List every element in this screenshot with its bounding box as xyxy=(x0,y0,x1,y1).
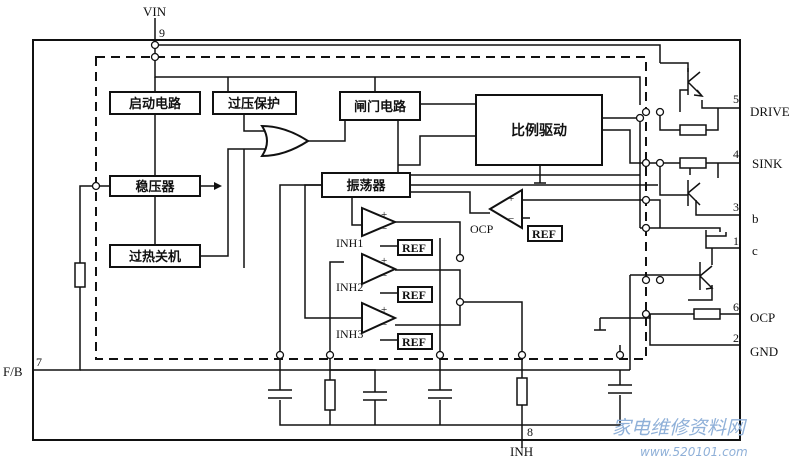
regulator-label: 稳压器 xyxy=(135,179,175,195)
pin-ocp-label: OCP xyxy=(750,310,775,325)
inh2-minus: − xyxy=(381,270,387,282)
overvoltage-block xyxy=(212,91,297,115)
inh3-plus: + xyxy=(381,304,387,316)
startup-circuit-block xyxy=(109,91,201,115)
pin-inh-number: 8 xyxy=(527,425,533,439)
ref-label-1: REF xyxy=(402,241,426,255)
ocp-minus: − xyxy=(508,213,514,225)
inh-comparators xyxy=(361,188,523,335)
inh1-label: INH1 xyxy=(336,236,363,250)
inh3-comparator xyxy=(361,301,398,335)
prop-drive-label: 比例驱动 xyxy=(511,122,567,139)
pin-b-number: 3 xyxy=(733,200,739,214)
ref-box-3 xyxy=(397,333,433,350)
capacitors xyxy=(268,384,632,401)
inh1-minus: − xyxy=(381,223,387,235)
pin-fb-number: 7 xyxy=(36,355,42,369)
inh2-label: INH2 xyxy=(336,280,363,294)
inh3-minus: − xyxy=(381,319,387,331)
overvoltage-label: 过压保护 xyxy=(228,96,280,112)
or-gate xyxy=(260,124,310,158)
ocp-comparator-label: OCP xyxy=(470,222,494,236)
transistors xyxy=(687,68,727,290)
ref-label-ocp: REF xyxy=(532,227,556,241)
thermal-shutdown-block xyxy=(109,244,201,268)
ocp-comparator xyxy=(488,188,523,230)
ref-box-2 xyxy=(397,286,433,303)
pin-b-label: b xyxy=(752,211,759,226)
inh2-plus: + xyxy=(381,255,387,267)
pin-drive-label: DRIVE xyxy=(750,104,790,119)
pin-inh-label: INH xyxy=(510,444,533,459)
oscillator-block xyxy=(321,172,411,198)
pin-drive-number: 5 xyxy=(733,92,739,106)
pin-c-number: 1 xyxy=(733,234,739,248)
pin-gnd-label: GND xyxy=(750,344,778,359)
pin-sink-number: 4 xyxy=(733,147,739,161)
ref-box-1 xyxy=(397,239,433,256)
inh2-comparator xyxy=(361,252,398,286)
pin-fb-label: F/B xyxy=(3,364,23,379)
pin-gnd-number: 2 xyxy=(733,331,739,345)
ref-box-ocp xyxy=(527,225,563,242)
wiring xyxy=(33,18,740,448)
prop-drive-block xyxy=(475,94,603,166)
junction-dots xyxy=(91,40,665,360)
pin-c-label: c xyxy=(752,243,758,258)
package-outline xyxy=(32,39,741,441)
inh1-plus: + xyxy=(381,209,387,221)
die-boundary xyxy=(95,56,647,360)
ref-label-2: REF xyxy=(402,288,426,302)
watermark-url: www.520101.com xyxy=(640,445,748,459)
thermal-shutdown-label: 过热关机 xyxy=(129,249,181,265)
oscillator-label: 振荡器 xyxy=(346,178,386,194)
gate-circuit-block xyxy=(339,91,421,121)
pin-sink-label: SINK xyxy=(752,156,783,171)
inh1-comparator xyxy=(361,206,398,238)
resistors xyxy=(74,124,721,411)
regulator-arrow xyxy=(214,182,222,190)
watermark-title: 家电维修资料网 xyxy=(612,417,748,439)
regulator-block xyxy=(109,175,201,197)
inh3-label: INH3 xyxy=(336,327,363,341)
ocp-plus: + xyxy=(508,193,514,205)
pin-vin-label: VIN xyxy=(143,4,167,19)
pin-vin-number: 9 xyxy=(159,26,165,40)
startup-circuit-label: 启动电路 xyxy=(129,96,182,112)
gate-circuit-label: 闸门电路 xyxy=(354,99,407,115)
pin-ocp-number: 6 xyxy=(733,300,739,314)
ref-label-3: REF xyxy=(402,335,426,349)
